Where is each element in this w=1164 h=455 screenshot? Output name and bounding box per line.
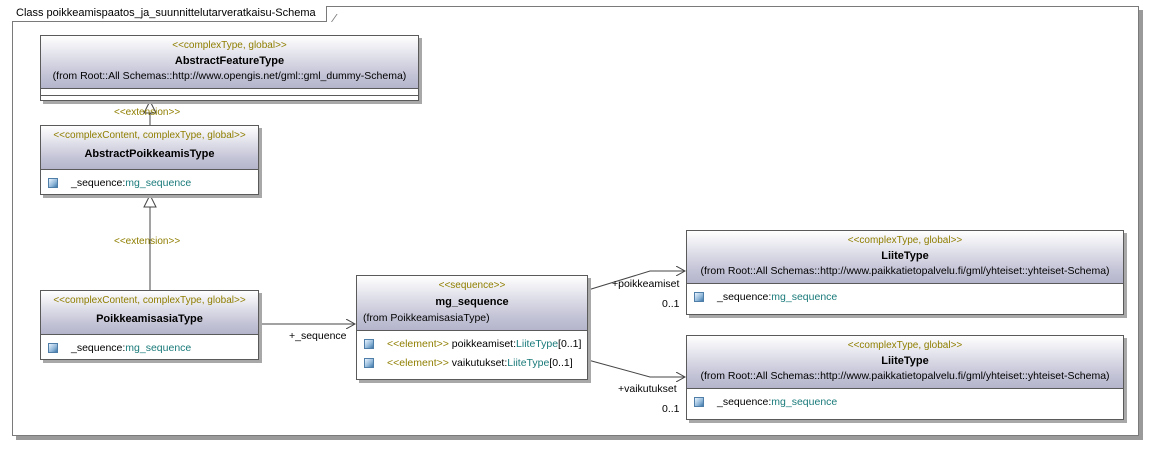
multiplicity-label-vaikutukset: 0..1	[662, 403, 680, 415]
attribute-type: LiiteType	[507, 357, 550, 369]
attribute-icon	[694, 292, 704, 302]
attribute-row[interactable]: _sequence:mg_sequence	[41, 339, 258, 358]
attribute-row[interactable]: _sequence:mg_sequence	[687, 393, 1123, 412]
class-name: AbstractPoikkeamisType	[84, 148, 215, 160]
attribute-type: mg_sequence	[771, 396, 838, 408]
class-header: <<complexType, global>> LiiteType (from …	[687, 231, 1123, 284]
class-origin: (from Root::All Schemas::http://www.paik…	[700, 370, 1110, 382]
attribute-type: mg_sequence	[771, 291, 838, 303]
attribute-icon	[48, 178, 58, 188]
attribute-type: mg_sequence	[125, 177, 192, 189]
attribute-name: _sequence:	[71, 177, 126, 189]
class-header: <<complexType, global>> AbstractFeatureT…	[41, 36, 418, 89]
class-origin: (from Root::All Schemas::http://www.open…	[52, 70, 407, 82]
stereotype-label: <<complexType, global>>	[172, 40, 287, 51]
attribute-compartment: _sequence:mg_sequence	[41, 170, 258, 195]
attribute-name: vaikutukset:	[448, 357, 508, 369]
role-label-sequence: +_sequence	[289, 330, 347, 342]
class-abstract-feature-type[interactable]: <<complexType, global>> AbstractFeatureT…	[40, 35, 419, 101]
attribute-compartment: <<element>> poikkeamiset:LiiteType[0..1]…	[357, 331, 587, 375]
class-header: <<complexType, global>> LiiteType (from …	[687, 336, 1123, 389]
attribute-icon	[48, 343, 58, 353]
class-header: <<sequence>> mg_sequence (from Poikkeami…	[357, 276, 587, 331]
attribute-compartment: _sequence:mg_sequence	[687, 284, 1123, 309]
element-stereotype: <<element>>	[387, 357, 449, 369]
generalization-arrowhead-1	[143, 99, 157, 114]
generalization-arrowhead-2	[143, 193, 157, 208]
class-liite-type-poikkeamiset[interactable]: <<complexType, global>> LiiteType (from …	[686, 230, 1124, 315]
extension-label-2: <<extension>>	[114, 236, 181, 247]
attribute-compartment-empty	[41, 89, 418, 96]
extension-label-1: <<extension>>	[114, 107, 181, 118]
attribute-name: poikkeamiset:	[448, 338, 517, 350]
class-abstract-poikkeamis-type[interactable]: <<complexContent, complexType, global>> …	[40, 125, 259, 195]
attribute-row-poikkeamiset[interactable]: <<element>> poikkeamiset:LiiteType[0..1]	[357, 335, 587, 354]
association-poikkeamiset	[587, 271, 685, 291]
attribute-compartment: _sequence:mg_sequence	[687, 389, 1123, 414]
element-icon	[364, 358, 374, 368]
class-name: PoikkeamisasiaType	[96, 313, 203, 325]
class-header: <<complexContent, complexType, global>> …	[41, 126, 258, 170]
class-header: <<complexContent, complexType, global>> …	[41, 291, 258, 335]
class-name: LiiteType	[881, 355, 929, 367]
class-origin: (from Root::All Schemas::http://www.paik…	[700, 265, 1110, 277]
attribute-icon	[694, 397, 704, 407]
class-mg-sequence[interactable]: <<sequence>> mg_sequence (from Poikkeami…	[356, 275, 588, 380]
role-label-vaikutukset: +vaikutukset	[618, 383, 677, 395]
element-stereotype: <<element>>	[387, 338, 449, 350]
stereotype-label: <<complexType, global>>	[847, 340, 963, 351]
class-liite-type-vaikutukset[interactable]: <<complexType, global>> LiiteType (from …	[686, 335, 1124, 420]
element-icon	[364, 339, 374, 349]
attribute-row-vaikutukset[interactable]: <<element>> vaikutukset:LiiteType[0..1]	[357, 354, 587, 373]
stereotype-label: <<sequence>>	[438, 280, 506, 291]
attribute-compartment: _sequence:mg_sequence	[41, 335, 258, 360]
attribute-type: mg_sequence	[125, 342, 192, 354]
class-origin: (from PoikkeamisasiaType)	[363, 312, 490, 324]
multiplicity-label-poikkeamiset: 0..1	[662, 298, 680, 310]
role-label-poikkeamiset: +poikkeamiset	[612, 278, 680, 290]
diagram-title: Class poikkeamispaatos_ja_suunnittelutar…	[12, 6, 327, 22]
attribute-row[interactable]: _sequence:mg_sequence	[687, 288, 1123, 307]
class-name: mg_sequence	[435, 296, 509, 308]
association-vaikutukset	[587, 359, 685, 377]
stereotype-label: <<complexContent, complexType, global>>	[53, 130, 246, 141]
attribute-type: LiiteType	[516, 338, 559, 350]
attribute-name: _sequence:	[717, 291, 772, 303]
attribute-name: _sequence:	[71, 342, 126, 354]
attribute-multiplicity: [0..1]	[558, 338, 582, 350]
stereotype-label: <<complexType, global>>	[847, 235, 963, 246]
class-poikkeamisasia-type[interactable]: <<complexContent, complexType, global>> …	[40, 290, 259, 360]
attribute-name: _sequence:	[717, 396, 772, 408]
stereotype-label: <<complexContent, complexType, global>>	[53, 295, 246, 306]
class-name: AbstractFeatureType	[174, 55, 285, 67]
attribute-multiplicity: [0..1]	[549, 357, 573, 369]
class-name: LiiteType	[881, 250, 929, 262]
attribute-row[interactable]: _sequence:mg_sequence	[41, 174, 258, 193]
